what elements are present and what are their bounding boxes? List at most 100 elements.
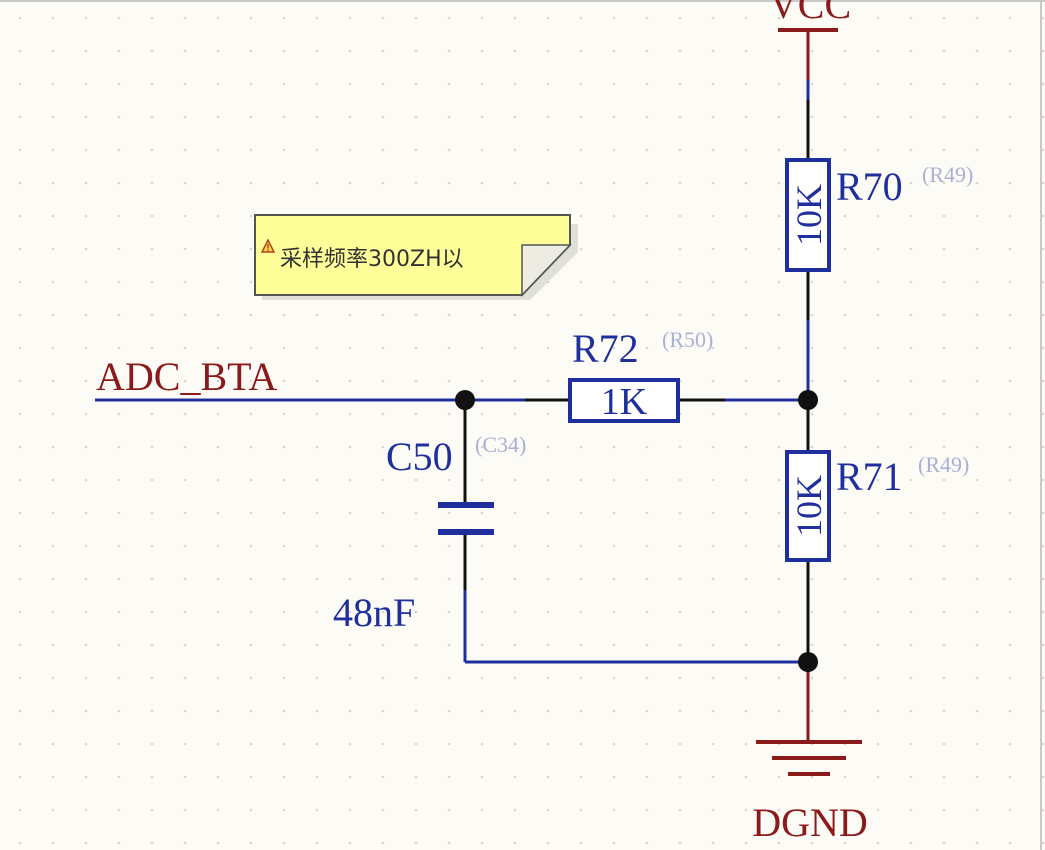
grid-dot <box>480 181 484 185</box>
grid-dot <box>810 808 814 812</box>
grid-dot <box>282 511 286 515</box>
grid-dot <box>315 82 319 86</box>
grid-dot <box>975 148 979 152</box>
grid-dot <box>711 775 715 779</box>
grid-dot <box>876 181 880 185</box>
grid-dot <box>150 181 154 185</box>
note-fold <box>521 244 572 297</box>
grid-dot <box>84 544 88 548</box>
grid-dot <box>975 82 979 86</box>
grid-dot <box>513 346 517 350</box>
grid-dot <box>414 742 418 746</box>
grid-dot <box>810 379 814 383</box>
grid-dot <box>249 643 253 647</box>
grid-dot <box>876 676 880 680</box>
power-port-dgnd[interactable]: DGND <box>752 740 868 845</box>
grid-dot <box>414 346 418 350</box>
grid-dot <box>84 49 88 53</box>
grid-dot <box>711 445 715 449</box>
grid-dot <box>546 445 550 449</box>
grid-dot <box>909 412 913 416</box>
grid-dot <box>447 742 451 746</box>
grid-dot <box>414 181 418 185</box>
grid-dot <box>1041 214 1045 218</box>
grid-dot <box>414 379 418 383</box>
grid-dot <box>117 412 121 416</box>
grid-dot <box>117 346 121 350</box>
capacitor-c50[interactable]: C50 (C34) 48nF <box>333 432 526 635</box>
junction-dot <box>455 390 475 410</box>
grid-dot <box>975 379 979 383</box>
grid-dot <box>150 148 154 152</box>
grid-dot <box>843 82 847 86</box>
grid-dot <box>183 181 187 185</box>
grid-dot <box>381 49 385 53</box>
resistor-r71[interactable]: 10K R71 (R49) <box>785 450 969 562</box>
grid-dot <box>1041 16 1045 20</box>
grid-dot <box>513 742 517 746</box>
grid-dot <box>744 709 748 713</box>
grid-dot <box>546 643 550 647</box>
grid-dot <box>447 346 451 350</box>
grid-dot <box>876 412 880 416</box>
net-label-adc-bta[interactable]: ADC_BTA <box>96 354 277 399</box>
resistor-r71-alt-ref: (R49) <box>918 452 969 477</box>
grid-dot <box>645 775 649 779</box>
grid-dot <box>84 412 88 416</box>
grid-dot <box>315 709 319 713</box>
grid-dot <box>876 511 880 515</box>
grid-dot <box>579 478 583 482</box>
grid-dot <box>84 577 88 581</box>
grid-dot <box>117 643 121 647</box>
resistor-r72-alt-ref: (R50) <box>662 327 713 352</box>
grid-dot <box>579 148 583 152</box>
grid-dot <box>117 610 121 614</box>
grid-dot <box>117 775 121 779</box>
grid-dot <box>942 511 946 515</box>
grid-dot <box>282 742 286 746</box>
grid-dot <box>942 313 946 317</box>
grid-dot <box>18 16 22 20</box>
grid-dot <box>315 610 319 614</box>
grid-dot <box>909 511 913 515</box>
grid-dot <box>513 841 517 845</box>
grid-dot <box>282 709 286 713</box>
grid-dot <box>381 82 385 86</box>
grid-dot <box>249 577 253 581</box>
grid-dot <box>975 511 979 515</box>
grid-dot <box>612 148 616 152</box>
note-annotation[interactable]: 采样频率300ZH以 <box>254 214 578 300</box>
grid-dot <box>612 214 616 218</box>
grid-dot <box>810 82 814 86</box>
resistor-r72[interactable]: 1K R72 (R50) <box>568 326 713 423</box>
grid-dot <box>810 610 814 614</box>
grid-dot <box>843 247 847 251</box>
grid-dot <box>513 676 517 680</box>
grid-dot <box>18 841 22 845</box>
grid-dot <box>777 115 781 119</box>
grid-dot <box>150 247 154 251</box>
grid-dot <box>348 643 352 647</box>
resistor-r70[interactable]: 10K R70 (R49) <box>785 158 973 272</box>
grid-dot <box>216 214 220 218</box>
grid-dot <box>579 346 583 350</box>
grid-dot <box>942 181 946 185</box>
grid-dot <box>777 577 781 581</box>
grid-dot <box>975 49 979 53</box>
grid-dot <box>942 214 946 218</box>
grid-dot <box>777 511 781 515</box>
grid-dot <box>249 346 253 350</box>
power-port-vcc[interactable]: VCC <box>769 0 851 80</box>
grid-dot <box>612 841 616 845</box>
grid-dot <box>249 379 253 383</box>
grid-dot <box>348 346 352 350</box>
grid-dot <box>909 379 913 383</box>
grid-dot <box>381 346 385 350</box>
grid-dot <box>216 676 220 680</box>
grid-dot <box>480 808 484 812</box>
grid-dot <box>51 544 55 548</box>
grid-dot <box>18 610 22 614</box>
grid-dot <box>480 676 484 680</box>
grid-dot <box>843 346 847 350</box>
grid-dot <box>744 610 748 614</box>
